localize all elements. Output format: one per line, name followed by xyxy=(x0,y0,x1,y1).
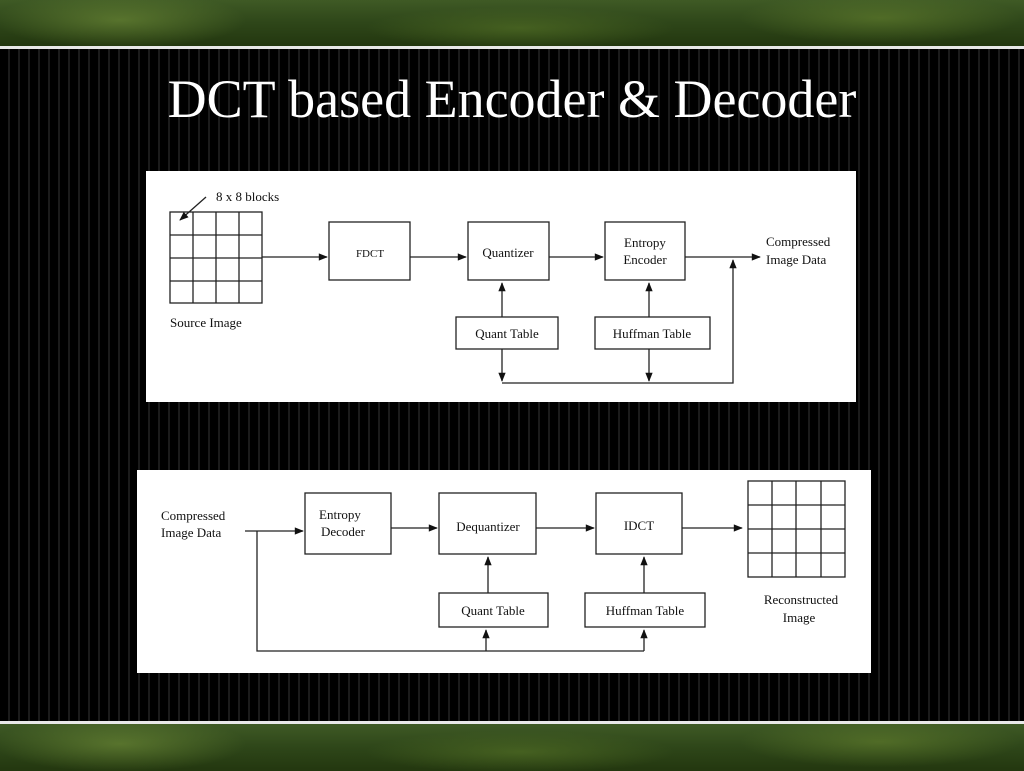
decoder-diagram: Compressed Image Data Entropy Decoder De… xyxy=(137,470,871,673)
compressed-output-label-2: Image Data xyxy=(766,252,827,267)
encoder-quant-table-box xyxy=(455,316,559,350)
decoder-quant-table-box xyxy=(438,592,549,628)
blocks-pointer-arrow xyxy=(179,196,207,221)
dequantizer-label: Dequantizer xyxy=(456,519,520,534)
blocks-label: 8 x 8 blocks xyxy=(216,189,279,204)
decoder-quant-table-label: Quant Table xyxy=(461,603,525,618)
entropy-encoder-label-2: Encoder xyxy=(623,252,667,267)
reconstructed-image-grid xyxy=(747,480,846,578)
encoder-quant-table-label: Quant Table xyxy=(475,326,539,341)
source-image-label: Source Image xyxy=(170,315,242,330)
top-texture-band xyxy=(0,0,1024,49)
compressed-output-label-1: Compressed xyxy=(766,234,831,249)
dequantizer-box xyxy=(438,492,537,555)
quantizer-box xyxy=(467,221,550,281)
entropy-decoder-label-1: Entropy xyxy=(319,507,361,522)
entropy-decoder-box xyxy=(304,492,392,555)
decoder-huffman-table-box xyxy=(584,592,706,628)
reconstructed-label-1: Reconstructed xyxy=(764,592,839,607)
entropy-encoder-label-1: Entropy xyxy=(624,235,666,250)
quantizer-label: Quantizer xyxy=(482,245,534,260)
decoder-svg: Compressed Image Data Entropy Decoder De… xyxy=(161,480,846,652)
reconstructed-label-2: Image xyxy=(783,610,816,625)
encoder-huffman-table-box xyxy=(594,316,711,350)
fdct-box xyxy=(328,221,411,281)
entropy-decoder-label-2: Decoder xyxy=(321,524,366,539)
decoder-input-label-1: Compressed xyxy=(161,508,226,523)
entropy-encoder-box xyxy=(604,221,686,281)
table-spec-loop-line xyxy=(502,259,737,384)
encoder-huffman-table-label: Huffman Table xyxy=(613,326,692,341)
idct-box xyxy=(595,492,683,555)
encoder-diagram: 8 x 8 blocks Source Image FDCT Quantizer… xyxy=(146,171,856,402)
slide-title: DCT based Encoder & Decoder xyxy=(167,69,857,129)
fdct-label: FDCT xyxy=(356,248,384,260)
source-image-grid xyxy=(169,211,263,304)
decoder-input-label-2: Image Data xyxy=(161,525,222,540)
decoder-huffman-table-label: Huffman Table xyxy=(606,603,685,618)
idct-label: IDCT xyxy=(624,518,654,533)
bottom-texture-band xyxy=(0,721,1024,771)
encoder-svg: 8 x 8 blocks Source Image FDCT Quantizer… xyxy=(169,189,831,384)
decoder-bypass-loop-line xyxy=(256,531,644,652)
